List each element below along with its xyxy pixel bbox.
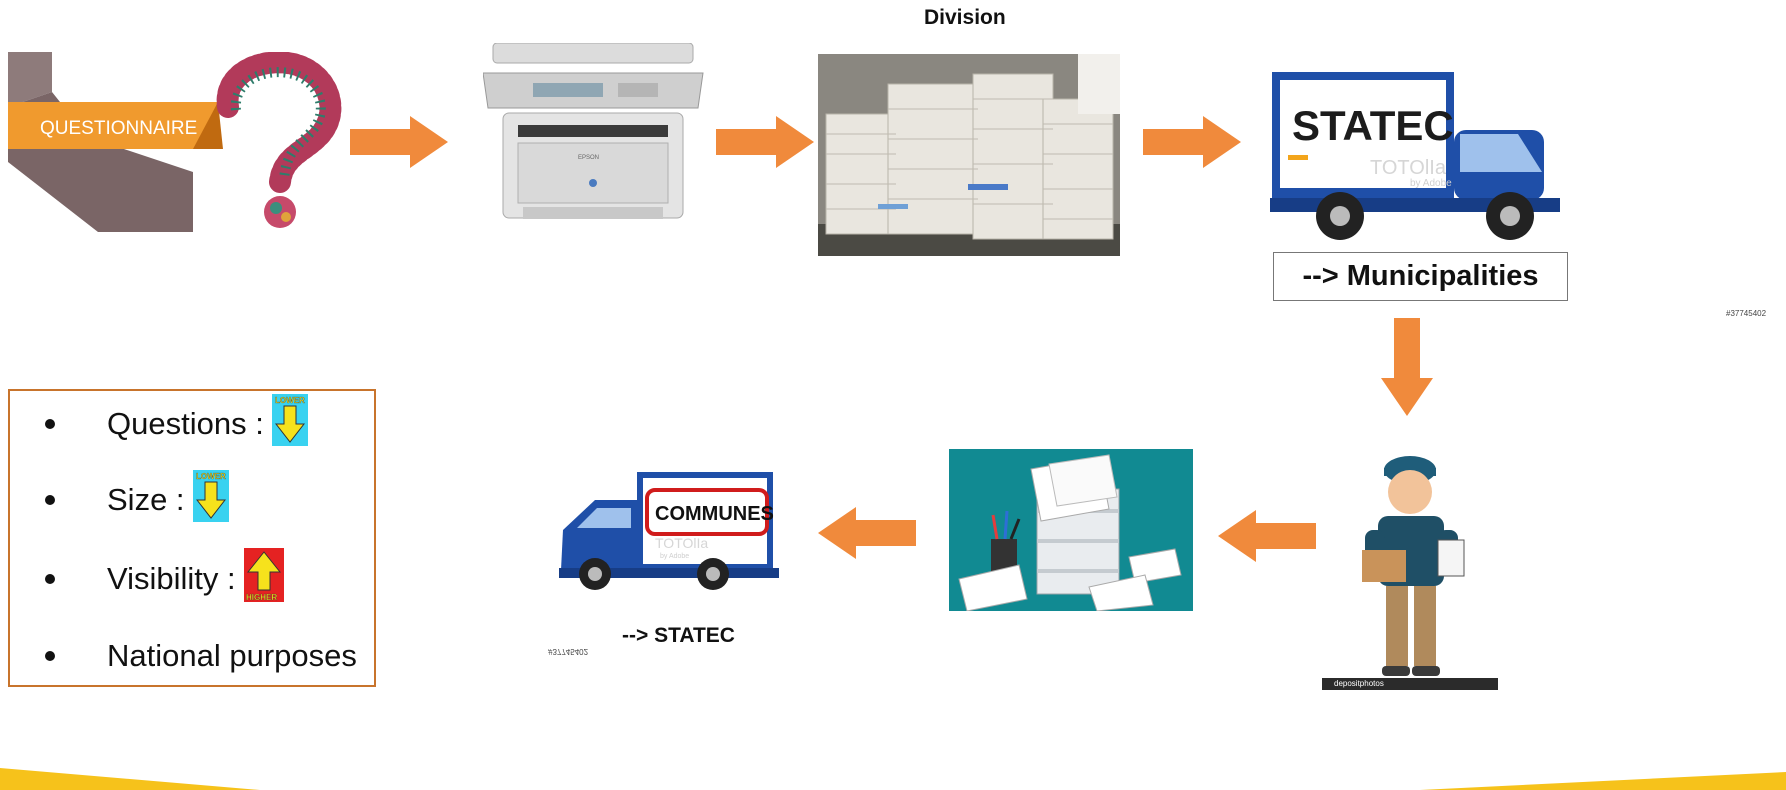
flow-arrow-left <box>818 507 916 559</box>
bullet-size: Size : LOWER <box>10 470 229 525</box>
bullet-text: Questions : <box>107 406 264 441</box>
questionnaire-banner-text: QUESTIONNAIRE <box>40 118 197 139</box>
printer-image: EPSON <box>482 42 719 223</box>
higher-label: HIGHER <box>246 593 277 602</box>
bullet-national: National purposes <box>10 633 357 679</box>
bullet-dot <box>45 574 55 584</box>
lower-arrow-icon: LOWER <box>271 394 308 454</box>
stock-id-bottom: #37745402 <box>548 647 589 656</box>
paper-stacks-image <box>818 54 1120 256</box>
truck-watermark-text: TOTOlIa <box>655 535 708 551</box>
bullet-questions: Questions : LOWER <box>10 394 308 449</box>
communes-sign-text: COMMUNES <box>655 503 774 525</box>
flow-arrow-right <box>1143 116 1241 168</box>
summary-box: Questions : LOWER Size : LOWER Visibilit… <box>8 389 376 687</box>
municipalities-label-text: --> Municipalities <box>1302 260 1539 292</box>
flow-arrow-down <box>1381 318 1433 416</box>
lower-label: LOWER <box>275 396 305 405</box>
bottom-left-accent <box>0 768 260 790</box>
depositphotos-bar: depositphotos <box>1322 678 1498 690</box>
higher-arrow-icon: HIGHER <box>243 548 284 610</box>
svg-text:EPSON: EPSON <box>578 155 599 161</box>
truck-watermark-text: TOTOlIa <box>1370 157 1447 179</box>
truck-watermark-by: by Adobe <box>660 553 689 560</box>
flow-arrow-right <box>350 116 448 168</box>
statec-truck-image: STATEC TOTOlIa by Adobe <box>1270 70 1572 245</box>
lower-arrow-icon: LOWER <box>192 470 229 530</box>
delivery-man-image <box>1320 440 1500 690</box>
flow-arrow-right <box>716 116 814 168</box>
bottom-right-accent <box>1420 772 1786 790</box>
flow-arrow-left <box>1218 510 1316 562</box>
bullet-text: National purposes <box>107 638 357 673</box>
documents-illustration <box>949 449 1193 611</box>
questionnaire-illustration: QUESTIONNAIRE <box>8 51 348 232</box>
stock-id-top: #37745402 <box>1726 309 1767 318</box>
statec-brand-text: STATEC <box>1292 102 1454 149</box>
municipalities-label: --> Municipalities <box>1273 252 1568 301</box>
bullet-dot <box>45 495 55 505</box>
statec-destination-label: --> STATEC <box>622 624 735 647</box>
bullet-dot <box>45 651 55 661</box>
bullet-visibility: Visibility : HIGHER <box>10 548 284 610</box>
bullet-text: Visibility : <box>107 561 236 596</box>
division-label: Division <box>924 6 1006 29</box>
truck-watermark-by: by Adobe <box>1410 178 1452 189</box>
lower-label: LOWER <box>196 472 226 481</box>
bullet-text: Size : <box>107 482 185 517</box>
depositphotos-text: depositphotos <box>1334 679 1384 688</box>
question-mark-icon <box>216 51 342 228</box>
bullet-dot <box>45 419 55 429</box>
communes-truck-image: COMMUNES TOTOlIa by Adobe <box>555 470 785 595</box>
